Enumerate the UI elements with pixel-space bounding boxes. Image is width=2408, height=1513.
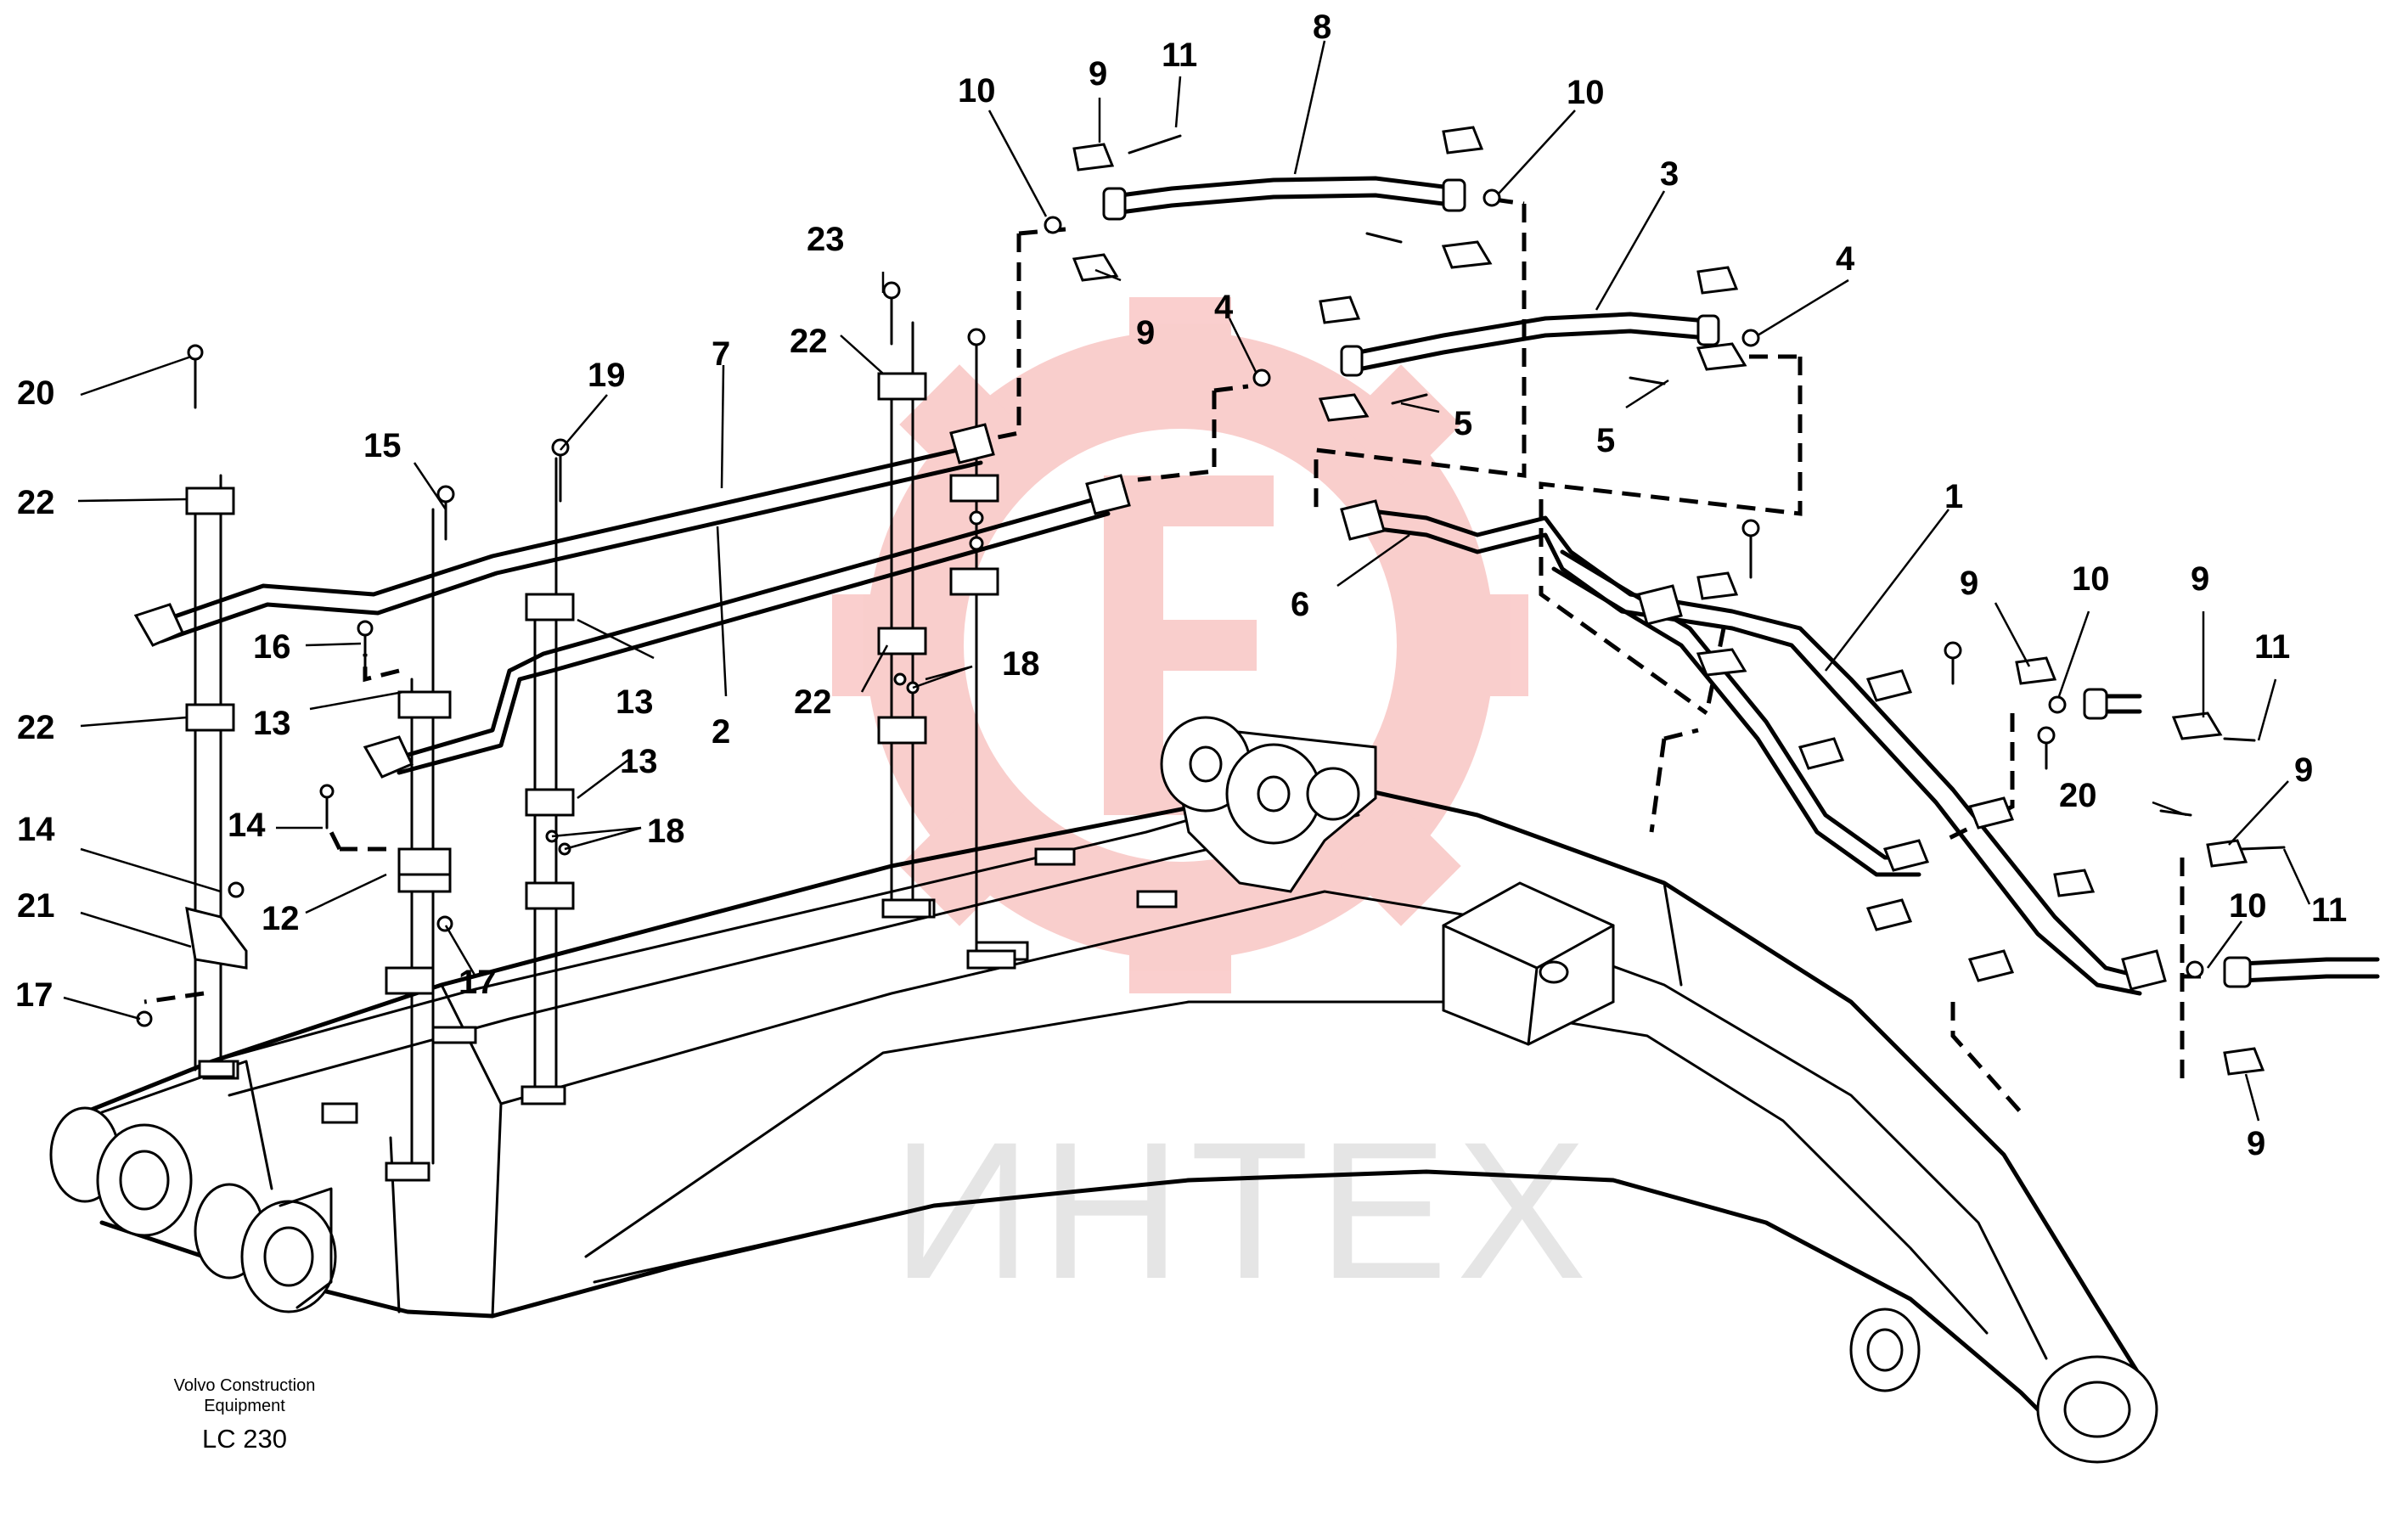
- caption-model: LC 230: [202, 1424, 287, 1454]
- callout-14: 14: [228, 807, 266, 844]
- callout-22: 22: [794, 683, 832, 721]
- callout-9: 9: [1960, 565, 1978, 602]
- callout-10: 10: [1567, 74, 1605, 111]
- callout-20: 20: [2059, 777, 2097, 814]
- clamp-stack-2: [385, 508, 452, 1182]
- clamp-stack-3: [520, 457, 575, 1105]
- callout-5: 5: [1454, 405, 1472, 442]
- callout-10: 10: [2229, 887, 2267, 925]
- callout-8: 8: [1313, 8, 1331, 46]
- callout-9: 9: [1136, 314, 1155, 352]
- callout-11: 11: [2311, 891, 2347, 929]
- callout-9: 9: [2247, 1125, 2265, 1162]
- clamp-stack-4: [877, 321, 931, 919]
- callout-1: 1: [1944, 478, 1963, 515]
- pipe-1: [1551, 549, 1921, 877]
- callout-22: 22: [17, 484, 55, 521]
- callout-13: 13: [253, 705, 291, 742]
- callout-9: 9: [2294, 751, 2313, 789]
- callout-14: 14: [17, 811, 55, 848]
- hose-right: [2083, 688, 2380, 988]
- callout-15: 15: [363, 427, 402, 464]
- hose-clamps: [1072, 126, 2265, 1076]
- callout-9: 9: [1089, 55, 1107, 93]
- callout-labels: 8 9 11 10 10 3 23 9 4 4 22 7 19 20 5 5 1…: [15, 8, 2347, 1162]
- junction-block: [1442, 881, 1615, 1046]
- watermark-text: ИНТЕХ: [892, 1101, 1595, 1319]
- caption-manufacturer: Volvo Construction: [174, 1376, 316, 1395]
- callout-7: 7: [712, 335, 730, 373]
- callout-13: 13: [620, 743, 658, 780]
- callout-4: 4: [1214, 289, 1234, 326]
- document-caption: Volvo Construction Equipment LC 230: [174, 1376, 316, 1454]
- callout-9: 9: [2191, 560, 2209, 598]
- callout-16: 16: [253, 628, 291, 666]
- callout-21: 21: [17, 887, 55, 925]
- caption-equipment: Equipment: [204, 1397, 285, 1415]
- pipe-7: [150, 443, 983, 644]
- leader-lines: [63, 40, 2311, 1122]
- callout-23: 23: [807, 221, 845, 258]
- clamp-stack-left: [185, 474, 248, 1078]
- callout-5: 5: [1596, 422, 1615, 459]
- callout-11: 11: [1162, 37, 1197, 74]
- routing-dashes: [143, 197, 2208, 1114]
- callout-20: 20: [17, 374, 55, 412]
- callout-17: 17: [459, 964, 497, 1001]
- callout-22: 22: [790, 323, 828, 360]
- callout-18: 18: [1002, 645, 1040, 683]
- watermark-logo: [832, 297, 1528, 993]
- callout-10: 10: [958, 72, 996, 110]
- callout-6: 6: [1291, 586, 1309, 623]
- callout-13: 13: [616, 683, 654, 721]
- cylinder-bracket: [1160, 716, 1377, 893]
- boom-body: [49, 716, 2158, 1464]
- callout-12: 12: [262, 900, 300, 937]
- callout-19: 19: [588, 357, 626, 394]
- callout-18: 18: [647, 813, 685, 850]
- callout-4: 4: [1836, 240, 1855, 278]
- hose-8: [1102, 176, 1466, 221]
- hose-3: [1340, 312, 1720, 377]
- pipe-flanges: [133, 423, 2167, 991]
- callout-3: 3: [1660, 155, 1679, 193]
- callout-2: 2: [712, 713, 730, 751]
- pipe-6: [1356, 507, 2142, 996]
- callout-11: 11: [2254, 628, 2290, 666]
- callout-22: 22: [17, 709, 55, 746]
- boom-foot-pins: [49, 1060, 337, 1313]
- callout-10: 10: [2072, 560, 2110, 598]
- callout-17: 17: [15, 976, 53, 1014]
- washers-bolts: [136, 134, 2286, 1027]
- boom-tip-pin: [1849, 1308, 2158, 1464]
- pipe-2: [388, 494, 1111, 775]
